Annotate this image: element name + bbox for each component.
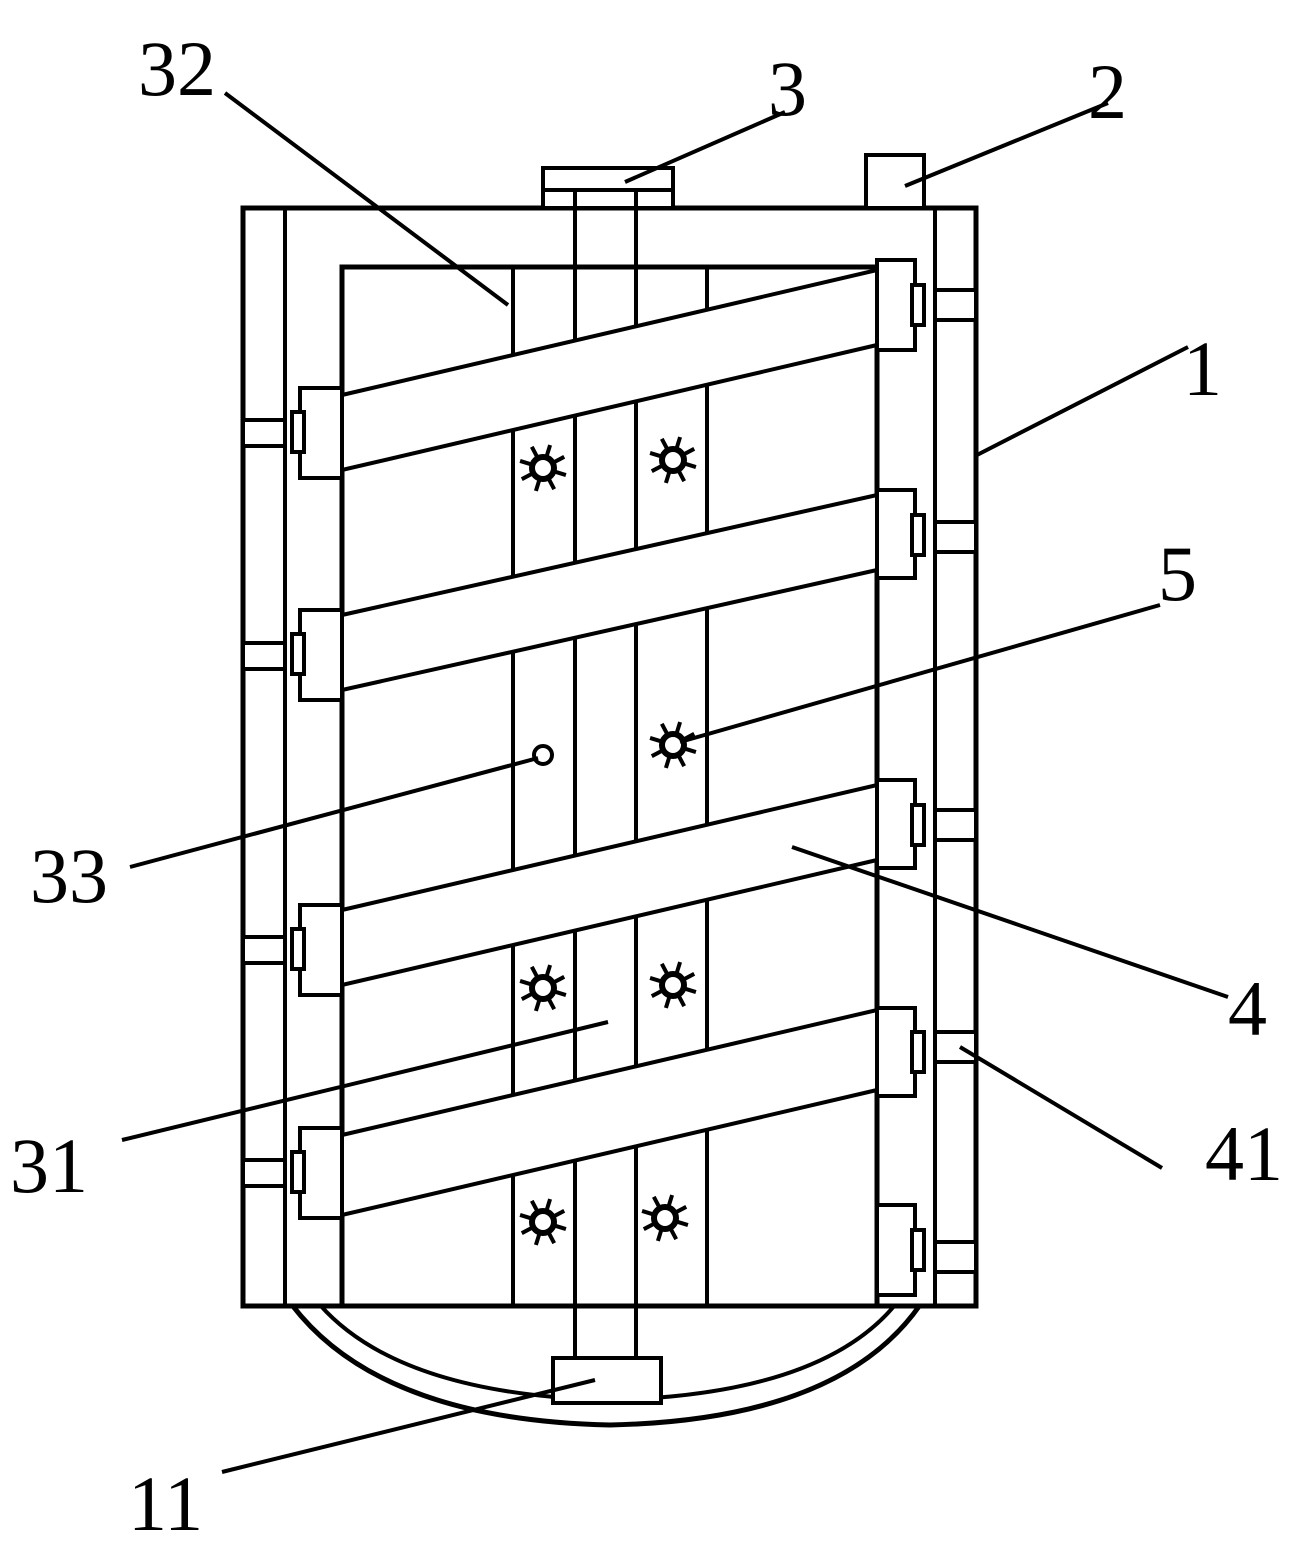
left-brackets xyxy=(241,386,344,1220)
burst-icon xyxy=(649,961,697,1009)
diagonal-slats xyxy=(340,267,879,1218)
label-33: 33 xyxy=(30,832,108,919)
label-3: 3 xyxy=(768,45,807,132)
right-brackets xyxy=(875,258,978,1297)
leader-lines xyxy=(121,91,1229,1474)
burst-icon xyxy=(519,444,567,492)
burst-icon xyxy=(519,1198,567,1246)
burst-icon xyxy=(641,1194,689,1242)
outer-frame xyxy=(240,205,979,1309)
top-shaft-cap xyxy=(541,166,675,210)
burst-icon xyxy=(649,436,697,484)
small-hole xyxy=(532,744,554,766)
label-32: 32 xyxy=(138,25,216,112)
label-11: 11 xyxy=(128,1460,203,1547)
burst-icon xyxy=(519,964,567,1012)
reference-labels: 32 3 2 1 5 33 4 31 41 11 xyxy=(10,25,1283,1547)
label-4: 4 xyxy=(1228,965,1267,1052)
burst-components xyxy=(519,436,697,1246)
label-1: 1 xyxy=(1183,325,1222,412)
label-2: 2 xyxy=(1088,48,1127,135)
burst-icon xyxy=(649,721,697,769)
bottom-block xyxy=(551,1356,663,1405)
label-31: 31 xyxy=(10,1122,88,1209)
label-41: 41 xyxy=(1205,1110,1283,1197)
label-5: 5 xyxy=(1158,530,1197,617)
